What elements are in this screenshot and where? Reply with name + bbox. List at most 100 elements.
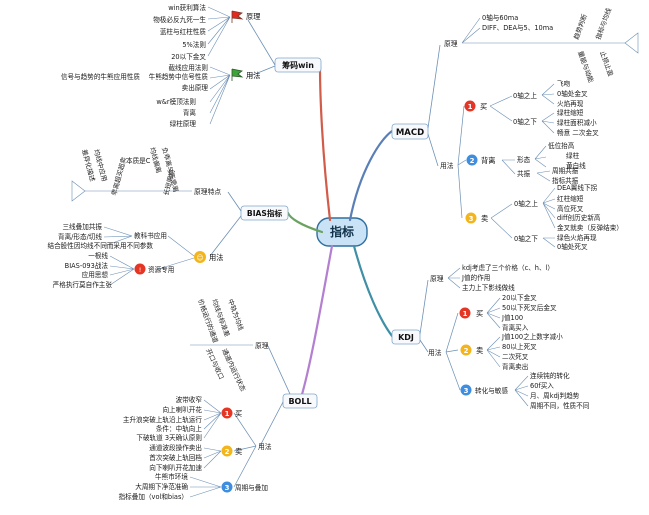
kdj-zhuanhua-item: 周期不同，性质不同: [530, 401, 590, 410]
branch-kdj: KDJ 原理 kdj考虑了三个价格（c、h、l） J值的作用 主力上下影线做线 …: [391, 263, 590, 410]
macd-yongfa-label[interactable]: 用法: [440, 161, 454, 170]
kdj-yuanli-label[interactable]: 原理: [430, 275, 444, 283]
boll-buy-item: 条件：中轨向上: [156, 424, 203, 433]
macd-buy-node[interactable]: 1 买: [464, 100, 488, 112]
boll-yuanli-text: 通道内运行状态: [220, 347, 248, 393]
svg-text:1: 1: [463, 310, 468, 318]
bias-textbook-item: 背离/形态/切线: [58, 232, 102, 241]
center-node[interactable]: 指标: [316, 217, 368, 247]
bias-yongfa-node[interactable]: ☺ 用法: [194, 251, 223, 263]
boll-sell-node[interactable]: 2 卖: [221, 445, 243, 457]
macd-hub[interactable]: [391, 123, 429, 140]
macd-buy-above-item: 飞吻: [557, 79, 571, 88]
boll-zhouqi-item: 指标叠加（vol和bias）: [119, 492, 188, 501]
macd-beili-shape-item: 低位抬高: [548, 141, 575, 150]
macd-sell-label: 卖: [481, 214, 488, 223]
svg-text:2: 2: [225, 448, 230, 456]
kdj-sell-node[interactable]: 2 卖: [460, 344, 484, 356]
macd-side-text: 量能与动能: [576, 50, 596, 84]
boll-sell-item: 首次突破上轨回档: [149, 453, 202, 462]
red-badge-icon: [459, 307, 471, 319]
boll-buy-node[interactable]: 1 买: [221, 407, 243, 419]
chouma-yongfa-item: 信号与趋势的牛熊应用性质: [61, 72, 141, 81]
blue-badge-icon: [466, 154, 478, 166]
chouma-label: 筹码win: [282, 60, 314, 70]
kdj-sell-item: 80以上死叉: [502, 342, 537, 351]
macd-sell-below: 0轴之下: [514, 234, 538, 243]
macd-sell-above-item: diff创历史新高: [557, 213, 601, 222]
boll-zhouqi-node[interactable]: 3 周期与叠加: [221, 481, 269, 493]
kdj-buy-item: J值100: [501, 313, 523, 322]
bias-yuanli-label[interactable]: 原理特点: [194, 187, 221, 196]
macd-buy-below: 0轴之下: [513, 117, 537, 126]
boll-label: BOLL: [288, 397, 311, 406]
kdj-buy-item: 20以下金叉: [502, 293, 537, 302]
bias-yuanli-text: 乖离超买超卖: [109, 156, 128, 197]
bias-yongfa-label: 用法: [209, 253, 223, 262]
boll-yuanli-texts: 价格运行的通道 均线与标准差 中轨为均线 开口与收口 通道内运行状态: [196, 298, 248, 393]
chouma-yongfa-item: 背离: [183, 108, 197, 117]
macd-yuanli-label[interactable]: 原理: [444, 40, 458, 48]
bias-senior-label: 资源专用: [148, 265, 174, 274]
chouma-yongfa-node[interactable]: 用法: [231, 68, 260, 81]
boll-buy-item: 下破轨道 3天确认原则: [136, 433, 202, 442]
bias-textbook-item: 结合股性因均线不同而采用不同参数: [48, 241, 154, 250]
svg-text:2: 2: [470, 157, 475, 165]
boll-zhouqi-label: 周期与叠加: [235, 483, 268, 492]
kdj-label: KDJ: [398, 333, 414, 342]
macd-beili-shape: 形态: [517, 155, 531, 164]
macd-sell-node[interactable]: 3 卖: [465, 212, 489, 224]
blue-badge-icon: [221, 481, 233, 493]
boll-hub[interactable]: [282, 393, 318, 409]
macd-beili-shape-item: 绿柱: [566, 151, 580, 160]
boll-sell-item: 通道波段操作卖出: [149, 443, 202, 452]
boll-zhouqi-item: 大周期下净范准确: [135, 482, 188, 491]
chouma-yongfa-item: 截线应用法则: [168, 63, 208, 72]
macd-sell-below-item: 0轴处死叉: [557, 242, 588, 251]
macd-sell-above-item: 高位死叉: [557, 204, 584, 213]
macd-buy-below-item: 绿柱缩短: [557, 108, 584, 117]
macd-sell-above-item: DEA翼线下拐: [557, 183, 598, 192]
bias-senior-node[interactable]: ! 资源专用: [134, 263, 175, 275]
kdj-zhuanhua-label: 转化与敏感: [475, 386, 508, 395]
kdj-sell-item: 背离卖出: [502, 362, 528, 371]
smiley-icon: [194, 251, 206, 263]
chouma-yuanli-label: 原理: [246, 12, 260, 21]
kdj-yuanli-item: kdj考虑了三个价格（c、h、l）: [462, 263, 554, 272]
bias-yuanli-text: 本质是C: [126, 156, 151, 165]
chouma-yongfa-item: 卖出原理: [182, 83, 209, 92]
chouma-yuanli-item: 20以下金叉: [171, 52, 206, 61]
branch-boll: BOLL 原理 价格运行的通道 均线与标准差 中轨为均线 开口与收口 通道内运行…: [119, 298, 318, 501]
macd-beili-gongzhen-item: 指标共振: [552, 176, 579, 185]
yellow-badge-icon: [221, 445, 233, 457]
bias-textbook-item: 三线叠加共振: [62, 222, 102, 231]
boll-buy-item: 波带收窄: [176, 395, 203, 404]
kdj-sell-label: 卖: [476, 346, 483, 355]
macd-beili-gongzhen: 共振: [517, 169, 531, 178]
macd-sell-above-item: 金叉就卖（反弹结束）: [557, 223, 623, 232]
chouma-yuanli-node[interactable]: 原理: [231, 10, 260, 23]
bias-hub[interactable]: [240, 205, 289, 221]
macd-sell-above-item: 红柱缩短: [557, 194, 584, 203]
macd-buy-label: 买: [480, 102, 487, 111]
chouma-yongfa-items: 截线应用法则 信号与趋势的牛熊应用性质 牛熊趋势中信号性质 卖出原理 w&r模顶…: [61, 63, 209, 128]
boll-yongfa-label[interactable]: 用法: [258, 442, 272, 451]
kdj-yongfa-label[interactable]: 用法: [428, 348, 442, 357]
kdj-buy-node[interactable]: 1 买: [459, 307, 484, 319]
chouma-yuanli-items: win获利算法 物极必反九死一生 蓝柱与红柱性质 5%法则 20以下金叉: [153, 3, 206, 61]
macd-yuanli-item: DIFF、DEA与5、10ma: [482, 24, 553, 32]
boll-yuanli-label[interactable]: 原理: [255, 342, 269, 350]
macd-label: MACD: [396, 128, 424, 138]
macd-beili-node[interactable]: 2 背离: [466, 154, 496, 166]
kdj-sell-item: 二次死叉: [502, 352, 529, 361]
bias-senior-item: BIAS-093战法: [65, 261, 109, 270]
blue-badge-icon: [460, 384, 472, 396]
kdj-zhuanhua-node[interactable]: 3 转化与敏感: [460, 384, 509, 396]
bias-senior-item: 一根线: [88, 251, 108, 260]
kdj-zhuanhua-item: 60f买入: [530, 382, 554, 390]
kdj-hub[interactable]: [391, 329, 421, 345]
chouma-yuanli-item: 蓝柱与红柱性质: [160, 27, 207, 36]
boll-zhouqi-item: 牛熊市环境: [155, 472, 188, 481]
